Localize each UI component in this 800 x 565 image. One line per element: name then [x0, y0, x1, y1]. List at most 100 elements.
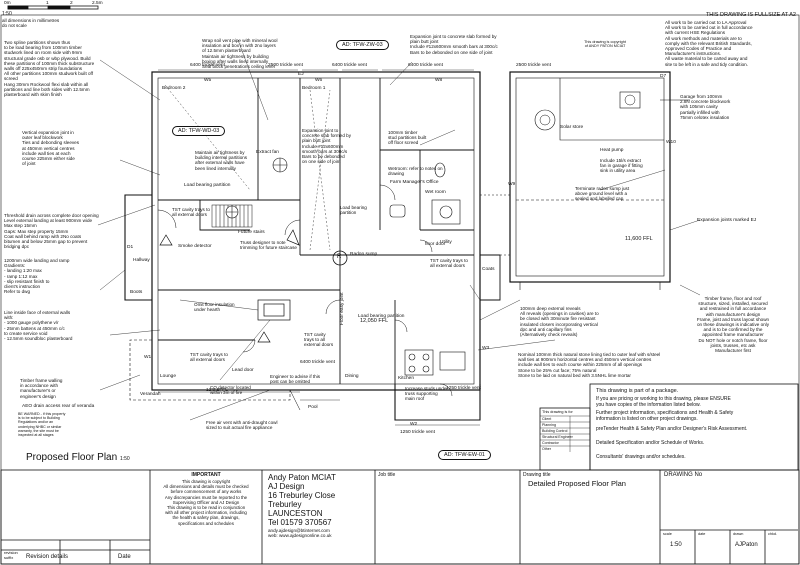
note-tst-2: TST cavity trays to all external doors — [190, 352, 228, 363]
note-increase-studs: Increase studs under truss supporting ma… — [405, 386, 448, 402]
plan-title: Proposed Floor Plan 1:50 — [26, 452, 130, 463]
scale-tick-1: 1 — [46, 1, 49, 6]
important-text: This drawing is copyright All dimensions… — [163, 479, 249, 526]
note-tst-3: TST cavity trays to all external doors — [430, 258, 468, 269]
note-engineer: Engineer to advise if this post can be o… — [270, 374, 321, 385]
package-line-6: Consultants' drawings and/or schedules. — [596, 454, 686, 460]
checked-col-label: chkd. — [768, 532, 778, 536]
note-smoke-detector: Smoke detector — [178, 244, 212, 249]
note-ramp: 1200mm wide landing and ramp Gradients: … — [4, 258, 70, 295]
dim-bottom-3: 1250 trickle vent — [446, 386, 481, 391]
room-kitchen: Kitchen — [398, 376, 414, 381]
tag-zw: AD: TFW-ZW-03 — [336, 40, 389, 50]
issue-row-contractor: Contractor — [542, 441, 559, 445]
wall-code-w6: W6 — [315, 78, 323, 83]
address-3: LAUNCESTON — [268, 509, 323, 518]
issue-row-client: Client — [542, 417, 552, 421]
dim-bottom-2: 1250 trickle vent — [400, 430, 435, 435]
firm-email: andy.ajdesign@btinternet.com web: www.aj… — [268, 528, 332, 539]
ffl-garage: 11,600 FFL — [625, 236, 653, 242]
wall-code-w5: W5 — [204, 78, 212, 83]
room-lounge: Lounge — [160, 374, 177, 379]
date-col-label: date — [698, 532, 706, 536]
package-line-2: If you are pricing or working to this dr… — [596, 396, 731, 408]
fullsize-note: THIS DRAWING IS FULLSIZE AT A2 — [705, 12, 796, 18]
room-wet-room: Wet room — [425, 190, 446, 195]
address-2: Treburley — [268, 500, 302, 509]
note-extract: Extract fan — [256, 150, 279, 155]
wall-code-w8: W8 — [435, 78, 443, 83]
ffl-verandah: 12,0.5FFL — [206, 388, 228, 393]
issue-row-planning: Planning — [542, 423, 556, 427]
room-heat-pump: Heat pump — [600, 148, 624, 153]
room-office: Farm Manager's Office — [390, 180, 439, 185]
issue-row-bc: Building Control — [542, 429, 568, 433]
note-airtight: Maintain air tightness by building inter… — [195, 150, 248, 171]
room-bedroom2: Bedroom 2 — [162, 86, 186, 91]
note-expjoint-mid: Expansion joint to concrete slab formed … — [302, 128, 352, 165]
note-loadbearing-1: Load bearing partition — [184, 183, 231, 188]
package-line-5: Detailed Specification and/or Schedule o… — [596, 440, 705, 446]
firm-tel: Tel 01579 370567 — [268, 518, 332, 527]
package-line-3: Further project information, specificati… — [596, 410, 734, 422]
scale-tick-3: 2.5m — [92, 1, 103, 6]
note-include-fan: Include 15l/s extract fan in garage if f… — [600, 158, 643, 174]
note-floor-box: Floor easy joint — [340, 292, 345, 325]
note-tst-1: TST cavity trays to all external doors — [172, 207, 210, 218]
radon-r-mark: R — [337, 254, 342, 260]
package-line-1: This drawing is part of a package. — [596, 388, 679, 394]
drawing-no-label: DRAWING No — [664, 472, 703, 478]
note-loadbearing-2: Load bearing partition — [340, 205, 367, 216]
plan-title-text: Proposed Floor Plan — [26, 452, 118, 463]
address-1: 16 Treburley Close — [268, 491, 336, 500]
note-soil-vent: Wrap soil vent pipe with mineral wool in… — [202, 38, 278, 70]
revision-suffix-label: revision suffix — [4, 550, 18, 560]
note-wetroom: Wetroom: refer to notes on drawing — [388, 166, 443, 177]
date-label: Date — [118, 554, 131, 560]
note-timber-frame: Timber frame walling in accordance with … — [20, 378, 63, 399]
scale-col-label: scale — [663, 532, 672, 536]
note-nominal-stone: Nominal 100mm thick natural stone lining… — [518, 352, 661, 378]
radon-sump: Radon sump — [350, 252, 378, 257]
wall-code-w2: W2 — [410, 422, 418, 427]
expansion-joints-note: Expansion joints marked EJ — [697, 218, 757, 223]
note-free-air: Free air vent with anti-draught cowl siz… — [206, 420, 278, 431]
dim-top-4: 6400 trickle vent — [408, 63, 443, 68]
scale-label-top: 1:50 — [2, 11, 12, 17]
note-co-detector: CO detector located within 3m of fire — [210, 385, 251, 396]
tag-ew: AD: TFW-EW-01 — [438, 450, 491, 460]
dims-note: all dimensions in millimetres do not sca… — [2, 18, 60, 29]
room-bedroom1: Bedroom 1 — [302, 86, 326, 91]
drawn-value: AJPaton — [735, 542, 758, 548]
room-dining: Dining — [345, 374, 359, 379]
room-utility: Utility — [440, 240, 452, 245]
plan-title-scale: 1:50 — [119, 456, 130, 462]
wall-code-ej: EJ — [298, 72, 304, 77]
note-loadbearing-3: Load bearing partition — [358, 314, 405, 319]
note-timber-frame-right: Timber frame, floor and roof structure, … — [696, 296, 770, 354]
scale-value: 1:50 — [670, 542, 682, 548]
drawing-title-label: Drawing title — [523, 472, 551, 478]
wall-code-w9: W9 — [508, 182, 516, 187]
room-coats: Coats — [482, 267, 495, 272]
important-heading: IMPORTANT — [191, 472, 221, 478]
firm-sub: AJ Design — [268, 482, 305, 491]
note-garage: Garage from 100mm 2.8N concrete blockwor… — [680, 94, 731, 120]
package-line-4: preTender Health & Safety Plan and/or De… — [596, 426, 748, 432]
note-expjoint-top: Expansion joint to concrete slab formed … — [410, 34, 498, 55]
issue-box-title: This drawing is for — [542, 410, 573, 414]
ffl-main: 12,050 FFL — [360, 318, 389, 324]
wall-code-d7: D7 — [660, 74, 667, 79]
scale-tick-0: 0m — [4, 1, 11, 6]
wall-code-d1: D1 — [127, 245, 134, 250]
revision-details-label: Revision details — [26, 554, 69, 560]
note-la-approval: All work to be carried out to LA Approva… — [665, 20, 753, 67]
lead-door: Lead door — [232, 368, 254, 373]
drawing-title: Detailed Proposed Floor Plan — [528, 479, 626, 488]
note-truss-designer: Truss designer to note trimming for futu… — [240, 240, 297, 251]
note-tst-4: TST cavity trays to all external doors — [304, 332, 334, 348]
dim-garage-top: 2500 trickle vent — [516, 63, 551, 68]
note-line-inside: Line inside face of external walls with:… — [4, 310, 73, 342]
room-solar-store: Solar store — [560, 125, 584, 130]
